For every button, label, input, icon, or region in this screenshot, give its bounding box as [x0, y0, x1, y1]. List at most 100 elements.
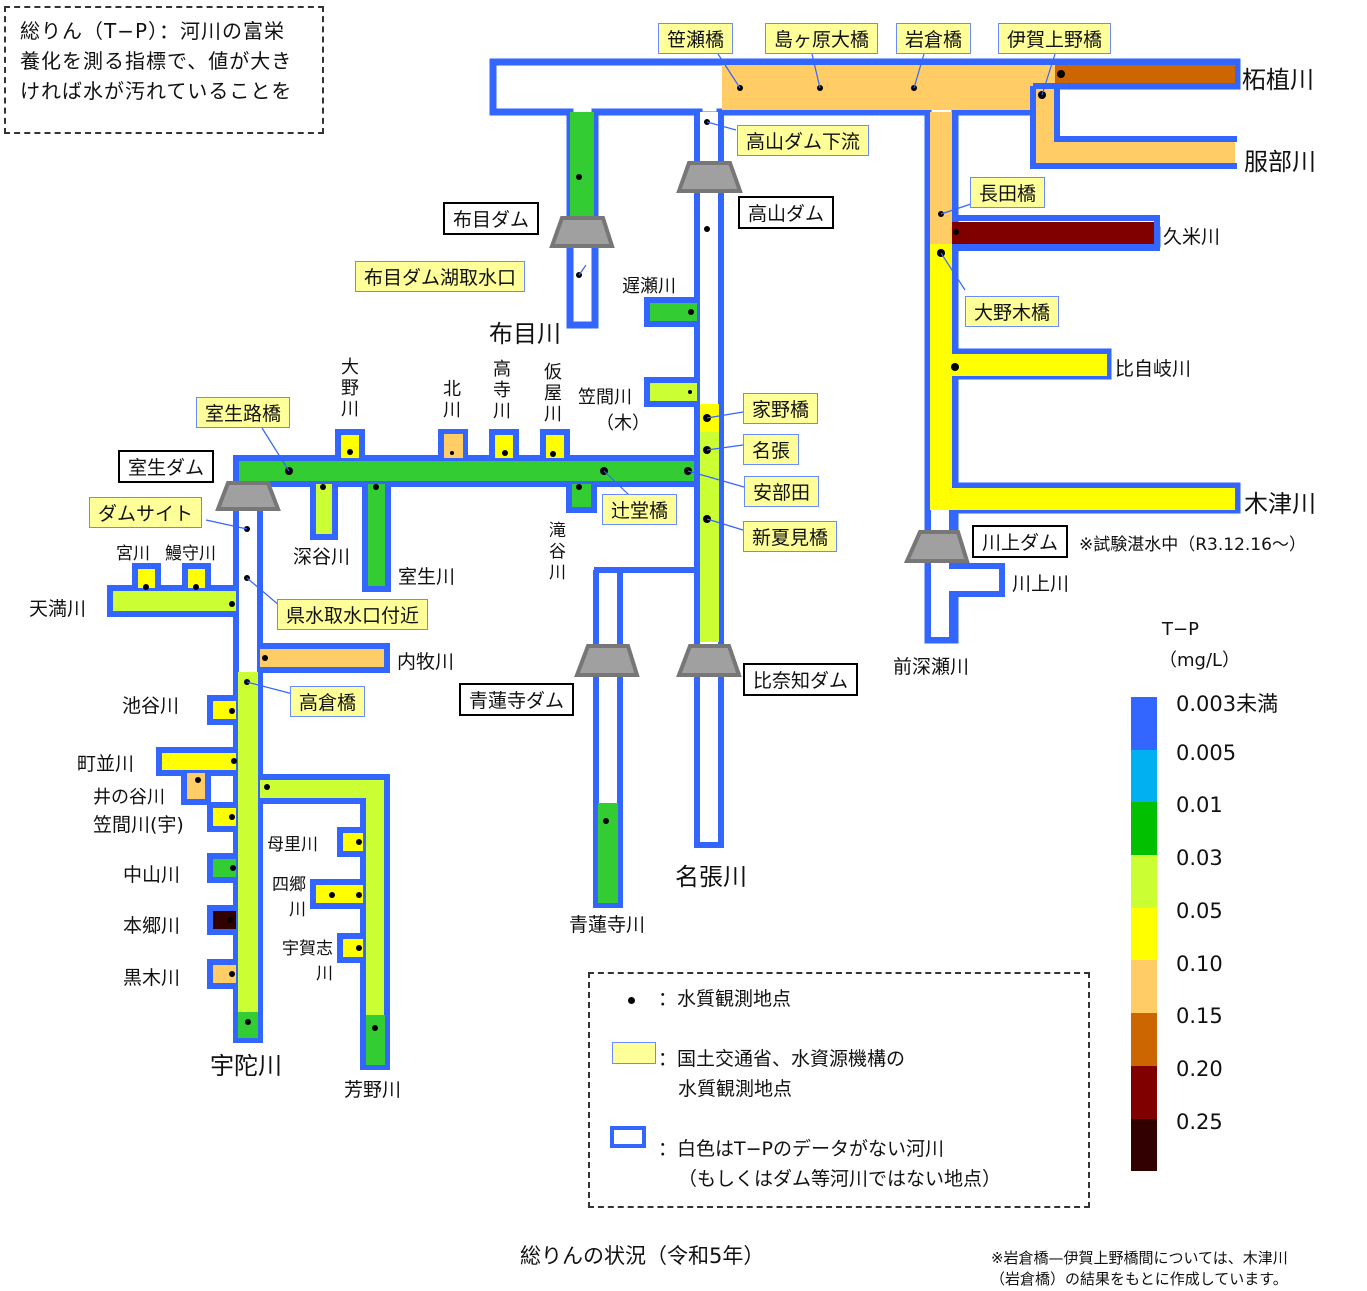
river-label-uchimaki: 内牧川 — [397, 651, 455, 673]
shorenji-dam-icon — [574, 644, 640, 677]
kizu-seg-onogi — [930, 244, 952, 510]
callout-ken-intake: 県水取水口付近 — [277, 599, 429, 630]
muro-dam-icon — [215, 481, 281, 511]
intro-line: 養化を測る指標で、値が大き — [20, 49, 293, 73]
kawakami-dam-note: ※試験湛水中（R3.12.16〜） — [1079, 535, 1306, 555]
footnote-line-1: ※岩倉橋—伊賀上野橋間については、木津川 — [990, 1249, 1288, 1267]
kizu-seg-sasegawa — [722, 65, 1035, 110]
station-dot — [704, 226, 710, 232]
river-label-miyagawa: 宮川 — [116, 544, 150, 564]
callout-takakura: 高倉橋 — [290, 686, 366, 717]
shigo-river — [310, 879, 363, 909]
callout-sasegawa: 笹瀬橋 — [658, 23, 734, 54]
river-label-kizu: 木津川 — [1244, 490, 1316, 518]
river-label-nabari: 名張川 — [675, 863, 747, 891]
kasama-u-river — [207, 802, 236, 832]
dam-label-muro: 室生ダム — [118, 450, 215, 483]
station-dot — [688, 309, 694, 315]
station-dot — [143, 584, 149, 590]
callout-nabari: 名張 — [743, 434, 800, 465]
river-label-nakayama: 中山川 — [123, 864, 181, 886]
river-label-ono: 大野川 — [341, 357, 359, 420]
footnote-line-2: （岩倉橋）の結果をもとに作成しています。 — [990, 1270, 1288, 1288]
river-label-tsuge: 柘植川 — [1242, 66, 1314, 94]
scale-label: 0.03 — [1176, 846, 1223, 871]
station-dot — [356, 945, 362, 951]
station-dot — [229, 708, 235, 714]
legend-callout-icon — [612, 1042, 656, 1064]
uchimaki-river — [260, 643, 390, 673]
scale-swatch — [1131, 960, 1157, 1014]
inotani-river — [181, 773, 211, 805]
scale-label: 0.25 — [1176, 1109, 1223, 1134]
station-dot — [347, 449, 353, 455]
takayama-dam-icon — [676, 161, 743, 193]
scale-label: 0.01 — [1176, 793, 1223, 818]
river-label-inotani: 井の谷川 — [93, 787, 165, 808]
station-dot — [320, 484, 326, 490]
station-dot — [450, 451, 454, 455]
callout-shimagahara: 島ヶ原大橋 — [765, 23, 879, 54]
hattori-river-fill-h — [1035, 140, 1235, 165]
takitani-river — [566, 484, 597, 513]
dam-label-nunome: 布目ダム — [443, 202, 540, 235]
callout-iwakura: 岩倉橋 — [896, 23, 972, 54]
station-dot — [603, 818, 609, 824]
kizu-seg-nagata — [930, 112, 952, 244]
machinami-river — [156, 747, 236, 776]
station-dot — [195, 777, 201, 783]
scale-title: T−P — [1162, 619, 1199, 640]
river-label-tenma: 天満川 — [29, 598, 87, 620]
station-dot — [372, 1025, 378, 1031]
river-label-kita: 北川 — [443, 379, 461, 421]
river-label-shigo: 四郷川 — [272, 875, 306, 920]
river-label-shorenji: 青蓮寺川 — [569, 914, 646, 936]
hongo-river — [207, 905, 236, 935]
muro-main-channel — [233, 455, 700, 487]
scale-swatch — [1131, 1065, 1157, 1119]
station-dot — [329, 892, 335, 898]
hijiki-river-fill — [952, 354, 1107, 376]
river-label-kasama-ki: 笠間川 — [578, 387, 632, 408]
river-label-nunome: 布目川 — [489, 320, 561, 348]
river-label-takitani: 滝谷川 — [549, 521, 566, 583]
legend-box: ：水質観測地点 ：国土交通省、水資源機構の 水質観測地点 ：白色はT−Pのデータ… — [588, 972, 1090, 1208]
nunome-dam-icon — [549, 216, 615, 248]
callout-tsujido: 辻堂橋 — [602, 494, 678, 525]
legend-box-text-2: （もしくはダム等河川ではない地点） — [678, 1168, 1002, 1190]
river-label-maefukase: 前深瀬川 — [893, 656, 970, 678]
dam-label-hinachi: 比奈知ダム — [743, 663, 859, 696]
callout-ieno: 家野橋 — [743, 393, 819, 424]
legend-callout-text-2: 水質観測地点 — [678, 1078, 793, 1100]
ugashi-river — [337, 933, 363, 963]
scale-label: 0.005 — [1176, 740, 1237, 765]
callout-takayama-down: 高山ダム下流 — [737, 125, 870, 156]
kasama-ki-river — [644, 377, 697, 407]
kuroki-river — [207, 959, 236, 989]
river-label-osose: 遅瀬川 — [622, 276, 676, 297]
river-label-iketani: 池谷川 — [122, 695, 180, 717]
river-label-muro: 室生川 — [398, 566, 456, 588]
scale-label: 0.10 — [1176, 951, 1223, 976]
station-dot — [356, 839, 362, 845]
tp-definition-box: 総りん（T−P）：河川の富栄 養化を測る指標で、値が大き ければ水が汚れているこ… — [4, 6, 324, 134]
footnote: ※岩倉橋—伊賀上野橋間については、木津川 （岩倉橋）の結果をもとに作成しています… — [990, 1248, 1288, 1290]
intro-line: ければ水が汚れていることを — [20, 79, 293, 103]
station-dot — [264, 784, 270, 790]
osose-river — [644, 297, 697, 327]
scale-swatch — [1131, 1013, 1157, 1066]
river-label-kawakami: 川上川 — [1012, 573, 1070, 595]
river-label-hattori: 服部川 — [1244, 148, 1316, 176]
station-dot — [576, 484, 582, 490]
river-label-kuroki: 黒木川 — [123, 967, 181, 989]
scale-swatch — [1131, 749, 1157, 803]
callout-shinkami: 新夏見橋 — [743, 521, 838, 552]
scale-swatch — [1131, 1118, 1157, 1172]
legend-box-text-1: ：白色はT−Pのデータがない河川 — [658, 1138, 944, 1160]
station-dot — [245, 1019, 251, 1025]
river-label-machinami: 町並川 — [77, 753, 135, 775]
callout-nagata: 長田橋 — [970, 177, 1046, 208]
kizu-lower-fill — [952, 488, 1235, 510]
river-label-uda: 宇陀川 — [210, 1052, 282, 1080]
